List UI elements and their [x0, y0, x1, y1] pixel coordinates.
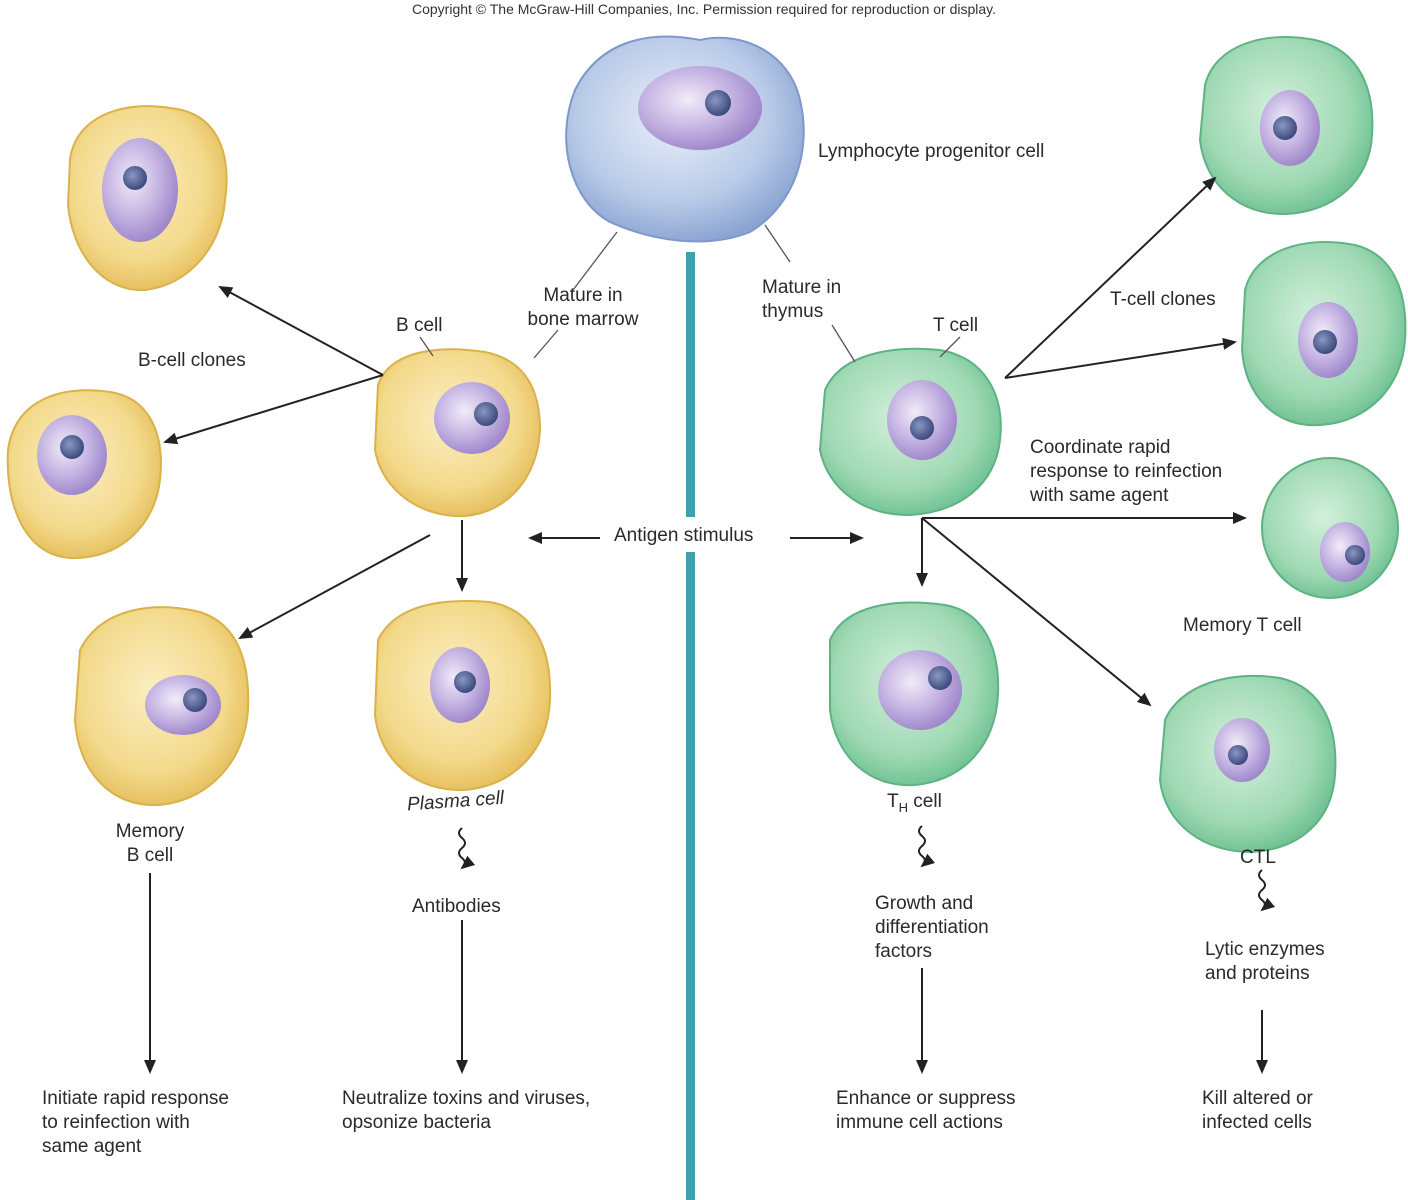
divider-bar-bottom [686, 552, 695, 1200]
label-memory-b-line1: Memory [115, 821, 185, 842]
arrow-t-to-clone-top [1004, 176, 1217, 379]
label-t-cell: T cell [933, 315, 979, 336]
squiggle-ctl [1258, 869, 1276, 912]
memory-t-cell [1261, 457, 1399, 599]
label-enhance-suppress: Enhance or suppress immune cell actions [836, 1087, 1016, 1135]
label-kill-line2: infected cells [1202, 1112, 1312, 1133]
leader-t-cell-label [939, 336, 961, 358]
label-progenitor: Lymphocyte progenitor cell [818, 141, 1045, 162]
arrow-t-to-ctl [921, 517, 1152, 707]
leader-b-cell-label [419, 336, 434, 357]
label-growth-factors: Growth and differentiation factors [875, 892, 989, 964]
label-neutralize-line1: Neutralize toxins and viruses, [342, 1088, 591, 1109]
leader-b-cell-bone [533, 329, 559, 359]
arrow-t-to-clone-bottom [1004, 337, 1237, 379]
plasma-cell [373, 599, 552, 792]
label-mature-thymus: Mature in thymus [762, 276, 841, 324]
label-coordinate-line1: Coordinate rapid [1030, 437, 1171, 458]
ctl-cell [1158, 674, 1337, 854]
label-coordinate-line2: response to reinfection [1030, 461, 1223, 482]
label-mature-bone-line1: Mature in [543, 285, 623, 306]
label-t-cell-clones: T-cell clones [1110, 289, 1216, 310]
arrow-b-to-clone-top [218, 286, 384, 376]
th-cell [829, 601, 1000, 787]
label-lytic-line2: and proteins [1205, 963, 1310, 984]
label-mature-thymus-line2: thymus [762, 301, 824, 322]
divider-bar-top [686, 252, 695, 517]
t-cell [818, 347, 1002, 517]
label-initiate-line1: Initiate rapid response [42, 1088, 229, 1109]
b-cell [373, 348, 542, 518]
label-neutralize: Neutralize toxins and viruses, opsonize … [342, 1087, 590, 1135]
label-enhance-line1: Enhance or suppress [836, 1088, 1016, 1109]
label-kill-line1: Kill altered or [1202, 1088, 1313, 1109]
copyright-notice: Copyright © The McGraw-Hill Companies, I… [411, 1, 997, 17]
label-th-sub: H [898, 800, 908, 815]
label-growth-line1: Growth and [875, 893, 974, 914]
label-antibodies: Antibodies [412, 896, 501, 917]
label-b-cell-clones: B-cell clones [138, 350, 246, 371]
label-memory-b-cell: Memory B cell [100, 820, 200, 868]
leader-bone-marrow [572, 231, 618, 291]
leader-thymus [764, 224, 791, 263]
label-antigen-stimulus: Antigen stimulus [614, 525, 754, 546]
label-coordinate-response: Coordinate rapid response to reinfection… [1030, 436, 1222, 508]
leader-thymus-t [831, 324, 856, 363]
label-mature-bone-marrow: Mature in bone marrow [508, 284, 658, 332]
progenitor-cell [565, 35, 805, 243]
label-growth-line3: factors [875, 941, 933, 962]
label-neutralize-line2: opsonize bacteria [342, 1112, 491, 1133]
b-clone-cell-bottom [6, 389, 162, 560]
arrow-b-to-memory [238, 534, 431, 639]
label-th-main: T [887, 791, 899, 812]
label-initiate-line2: to reinfection with [42, 1112, 190, 1133]
label-lytic-line1: Lytic enzymes [1205, 939, 1325, 960]
label-lytic-enzymes: Lytic enzymes and proteins [1205, 938, 1325, 986]
label-initiate-response: Initiate rapid response to reinfection w… [42, 1087, 229, 1159]
squiggle-plasma [458, 827, 476, 870]
t-clone-cell-top [1198, 36, 1374, 216]
arrow-b-to-clone-bottom [163, 374, 384, 445]
label-enhance-line2: immune cell actions [836, 1112, 1003, 1133]
label-initiate-line3: same agent [42, 1136, 142, 1157]
label-mature-thymus-line1: Mature in [762, 277, 842, 298]
label-memory-t-cell: Memory T cell [1183, 615, 1302, 636]
label-growth-line2: differentiation [875, 917, 989, 938]
squiggle-th [918, 825, 936, 868]
label-b-cell: B cell [396, 315, 443, 336]
label-memory-b-line2: B cell [126, 845, 174, 866]
b-clone-cell-top [66, 105, 228, 292]
label-kill-cells: Kill altered or infected cells [1202, 1087, 1313, 1135]
label-th-rest: cell [908, 791, 942, 812]
label-ctl: CTL [1240, 847, 1276, 868]
label-mature-bone-line2: bone marrow [527, 309, 639, 330]
label-th-cell: TH cell [887, 790, 942, 815]
t-clone-cell-bottom [1240, 241, 1407, 427]
memory-b-cell [73, 606, 250, 807]
label-coordinate-line3: with same agent [1030, 485, 1169, 506]
